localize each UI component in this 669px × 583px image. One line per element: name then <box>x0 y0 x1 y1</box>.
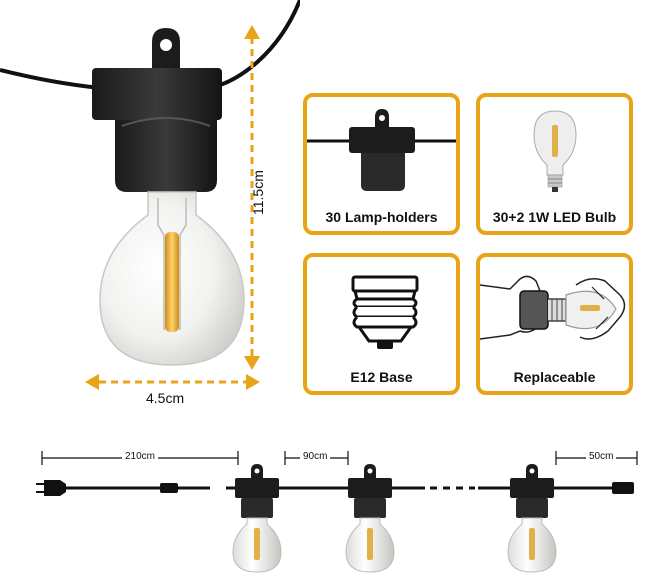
holder-socket <box>115 120 217 192</box>
feature-card-led-bulb: 30+2 1W LED Bulb <box>476 93 633 235</box>
feature-label-lamp-holders: 30 Lamp-holders <box>325 209 438 225</box>
power-plug-icon <box>36 480 66 496</box>
feature-label-replaceable: Replaceable <box>513 369 596 385</box>
led-bulb-icon <box>533 110 577 192</box>
spacing-label: 90cm <box>300 451 331 462</box>
holder-block <box>92 68 222 120</box>
cable-left <box>0 68 101 90</box>
lamp-holder-icon <box>307 109 456 191</box>
end-connector <box>612 482 634 494</box>
height-label: 11.5cm <box>250 170 266 215</box>
string-bulb-1 <box>232 464 282 573</box>
height-dimension-arrow <box>244 25 260 370</box>
end-length-label: 50cm <box>586 451 617 462</box>
feature-card-replaceable: Replaceable <box>476 253 633 395</box>
lead-length-label: 210cm <box>122 451 159 462</box>
width-label: 4.5cm <box>146 390 185 406</box>
feature-card-e12-base: E12 Base <box>303 253 460 395</box>
string-bulb-2 <box>345 464 395 573</box>
main-bulb-illustration <box>0 0 300 366</box>
feature-card-lamp-holders: 30 Lamp-holders <box>303 93 460 235</box>
string-bulb-3 <box>507 464 557 573</box>
hand-replacing-bulb-icon <box>480 275 626 340</box>
inline-connector <box>160 483 178 493</box>
width-dimension-arrow <box>85 374 260 390</box>
e12-base-icon <box>351 275 419 349</box>
feature-label-led-bulb: 30+2 1W LED Bulb <box>492 209 617 225</box>
string-light-diagram <box>36 464 634 573</box>
led-filament <box>165 232 179 332</box>
feature-label-e12-base: E12 Base <box>350 369 413 385</box>
